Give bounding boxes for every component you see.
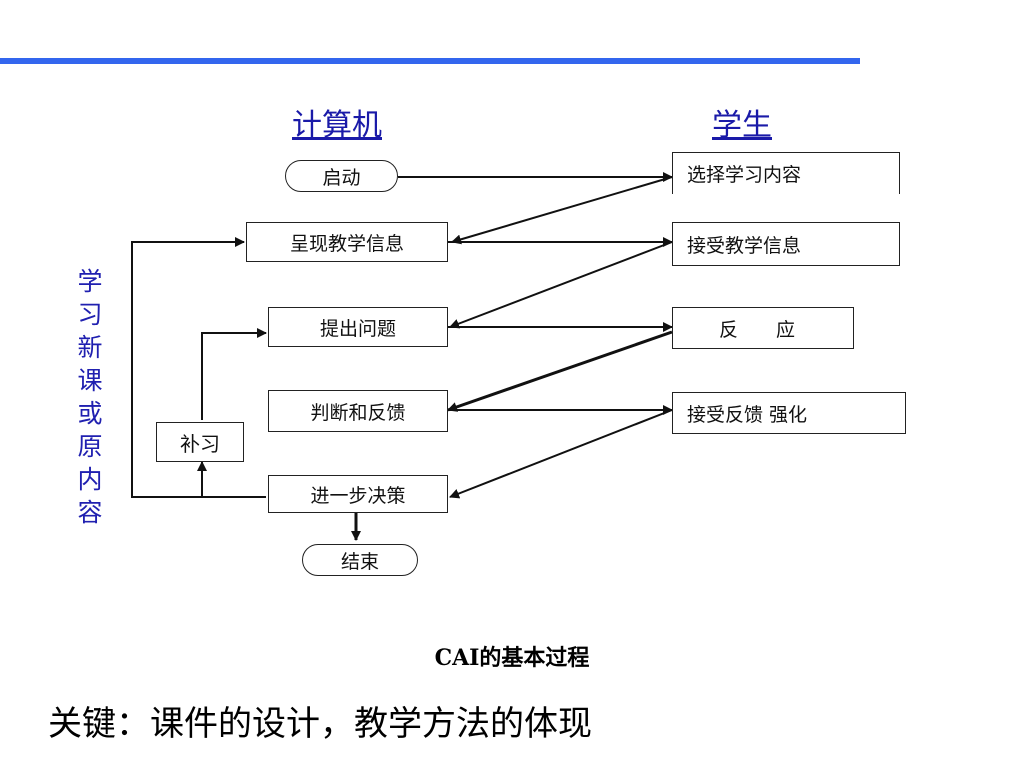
- step-present-info: 呈现教学信息: [246, 222, 448, 262]
- arrow-receive-to-ask: [449, 241, 673, 329]
- student-receive-info: 接受教学信息: [672, 222, 900, 266]
- student-respond: 反 应: [672, 307, 854, 349]
- arrow-choose-to-present: [451, 176, 673, 245]
- computer-column-title: 计算机: [292, 108, 382, 143]
- student-choose-content: 选择学习内容: [672, 152, 900, 194]
- step-end: 结束: [302, 544, 418, 576]
- step-ask-question: 提出问题: [268, 307, 448, 347]
- side-label-new-lesson: 学习新课或原内容: [74, 268, 103, 532]
- step-remedial: 补习: [156, 422, 244, 462]
- arrow-respond-to-judge: [447, 330, 673, 412]
- step-start: 启动: [285, 160, 398, 192]
- arrow-reinforce-to-decide: [449, 409, 673, 499]
- step-judge-feedback: 判断和反馈: [268, 390, 448, 432]
- step-further-decision: 进一步决策: [268, 475, 448, 513]
- diagram-caption: CAI的基本过程: [434, 645, 590, 671]
- loop-decide-to-present: [131, 237, 266, 498]
- key-point-text: 关键：课件的设计，教学方法的体现: [48, 704, 592, 744]
- student-receive-feedback: 接受反馈 强化: [672, 392, 906, 434]
- top-accent-rule: [0, 58, 860, 64]
- arrow-decide-to-remedial: [201, 464, 266, 498]
- arrow-remedial-to-ask: [201, 328, 267, 420]
- student-column-title: 学生: [712, 108, 772, 143]
